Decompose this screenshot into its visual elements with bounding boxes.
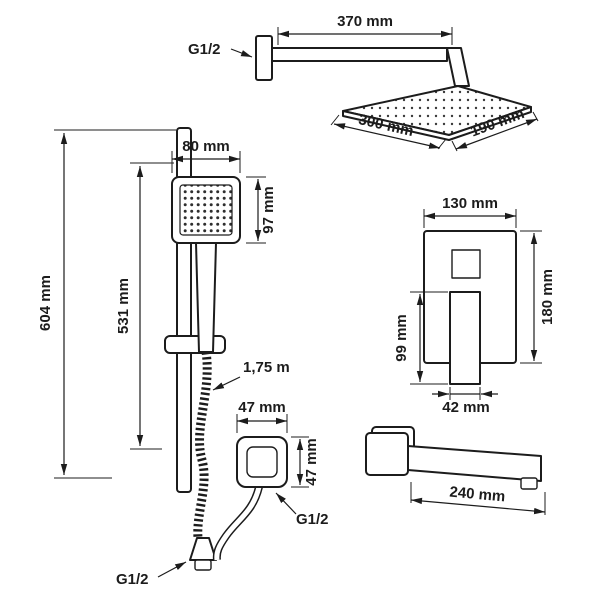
dim-spout-length: 240 mm [410, 482, 546, 515]
spout-tube [407, 445, 542, 482]
mixer-lever-handle [449, 291, 481, 385]
union-thread-leader [275, 492, 297, 515]
spout-length-label: 240 mm [449, 484, 506, 506]
spout-aerator [520, 477, 538, 490]
mixer-handle-width-label: 42 mm [442, 399, 490, 416]
wall-union: 47 mm 47 mm G1/2 [212, 399, 329, 561]
handshower-height-label: 97 mm [260, 186, 277, 234]
rail-overall-label: 604 mm [37, 275, 54, 331]
rail-bar-label: 531 mm [115, 278, 132, 334]
union-height-label: 47 mm [303, 438, 320, 486]
union-hose-fill [214, 486, 262, 561]
dim-mixer-handle-height: 99 mm [393, 291, 448, 385]
shower-hose [193, 351, 212, 539]
wall-spout: 240 mm [365, 426, 546, 515]
arm-wall-flange [255, 35, 273, 81]
rain-shower-head: 300 mm 190 mm [330, 85, 539, 152]
union-inner [246, 446, 278, 478]
hose-length-label: 1,75 m [243, 359, 290, 376]
mixer-valve: 130 mm 180 mm 99 mm 42 mm [393, 195, 556, 416]
union-width-label: 47 mm [238, 399, 286, 416]
hose-thread-label: G1/2 [116, 571, 149, 588]
dim-handshower-width: 80 mm [171, 138, 241, 173]
dim-rail-overall: 604 mm [37, 129, 176, 479]
shower-arm-tube [271, 47, 448, 62]
mixer-width-label: 130 mm [442, 195, 498, 212]
hose-end-tip [194, 559, 212, 571]
arm-thread-label: G1/2 [188, 41, 221, 58]
hose-thread-leader [157, 561, 187, 578]
mixer-height-label: 180 mm [539, 269, 556, 325]
dim-mixer-width: 130 mm [423, 195, 517, 228]
dim-union-height: 47 mm [291, 436, 320, 488]
dim-mixer-handle-width: 42 mm [432, 387, 498, 416]
dim-union-width: 47 mm [236, 399, 288, 433]
arm-length-label: 370 mm [337, 13, 393, 30]
mixer-diverter-button [451, 249, 481, 279]
dim-mixer-height: 180 mm [520, 230, 556, 364]
hose-end-cone [189, 537, 217, 561]
arm-thread-leader [230, 48, 253, 58]
dim-arm-length: 370 mm [277, 13, 453, 45]
spout-flange-front [365, 432, 409, 476]
handshower-width-label: 80 mm [182, 138, 230, 155]
hose-length-leader [212, 376, 241, 391]
union-thread-label: G1/2 [296, 511, 329, 528]
slider-bracket [164, 335, 226, 354]
dim-rail-bar: 531 mm [115, 162, 174, 450]
hand-shower-handle [195, 242, 217, 353]
shower-arm-assembly: G1/2 370 mm [188, 13, 470, 87]
hand-shower-face [179, 184, 233, 236]
shower-rail-assembly: 604 mm 531 mm 80 mm 97 mm [37, 127, 290, 588]
shower-arm-elbow [446, 47, 470, 87]
mixer-handle-height-label: 99 mm [393, 314, 410, 362]
dim-handshower-height: 97 mm [246, 176, 277, 244]
